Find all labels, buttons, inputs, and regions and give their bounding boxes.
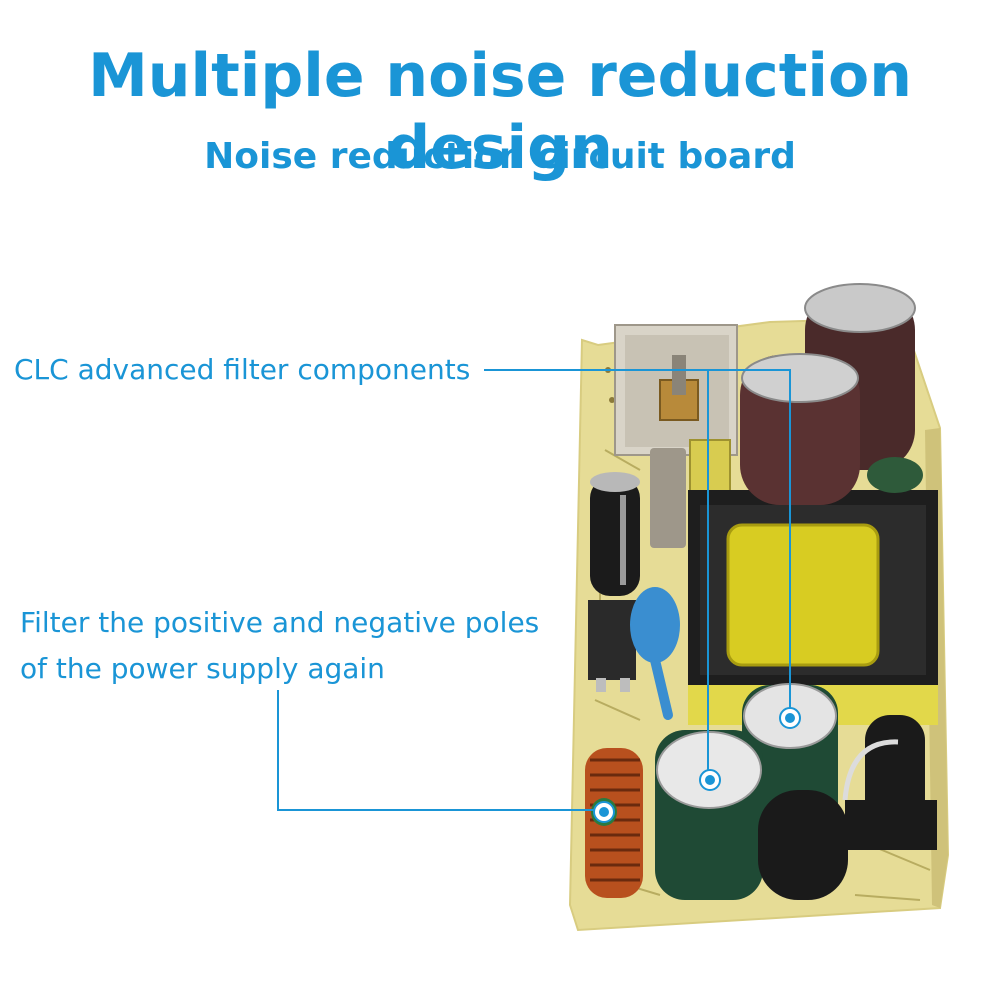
bulk-capacitor-front [740, 353, 860, 505]
page-title: Multiple noise reduction design [88, 41, 912, 183]
callout-markers [593, 707, 801, 823]
callout-filter-label: Filter the positive and negative poles o… [20, 600, 539, 692]
y-capacitor [630, 587, 680, 720]
callout-clc-label: CLC advanced filter components [14, 353, 471, 386]
callout-filter-line1: Filter the positive and negative poles [20, 606, 540, 639]
callout-lines [277, 369, 791, 811]
metal-bracket [614, 324, 738, 456]
small-components [588, 439, 731, 692]
callout-filter-line2: of the power supply again [20, 652, 385, 685]
page-subtitle: Noise reduction circuit board [204, 136, 796, 177]
copper-inductor [585, 748, 643, 898]
output-choke [758, 790, 848, 900]
small-inductor [867, 457, 923, 493]
transformer [688, 490, 938, 725]
diode-component [842, 715, 937, 850]
black-capacitor [590, 472, 640, 596]
